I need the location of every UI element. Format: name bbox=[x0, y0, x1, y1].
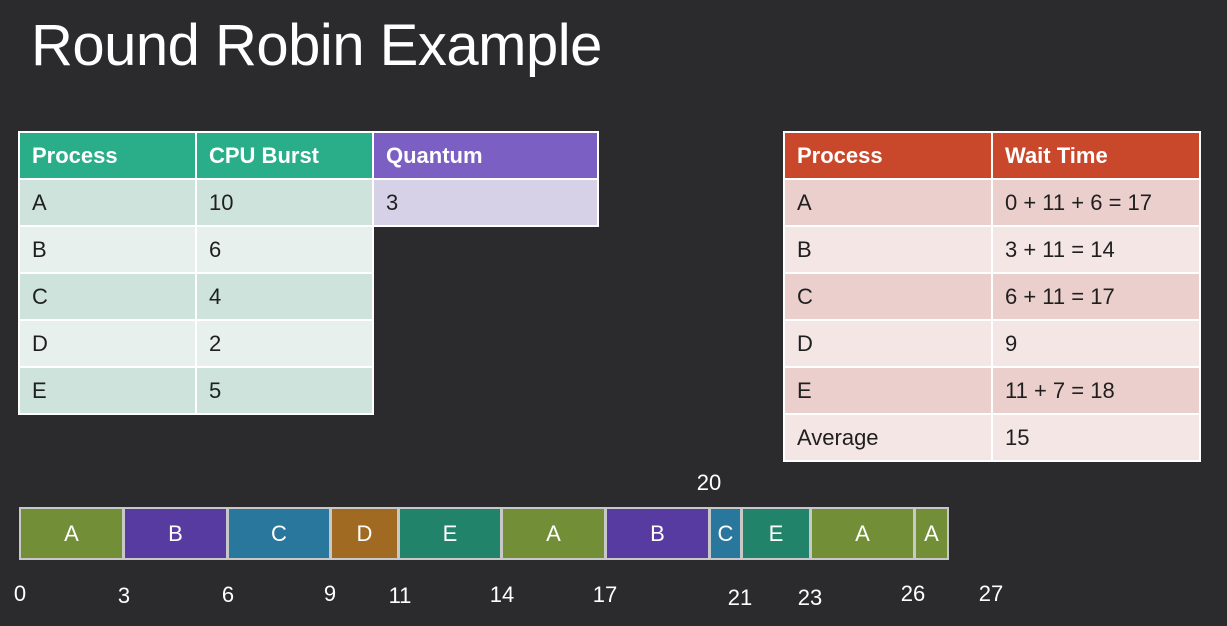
process-cell: B bbox=[18, 225, 197, 274]
burst-cell: 2 bbox=[195, 319, 374, 368]
wait-time-table: Process Wait Time A 0 + 11 + 6 = 17 B 3 … bbox=[783, 131, 1201, 462]
time-tick: 21 bbox=[727, 585, 753, 610]
gantt-block: C bbox=[227, 507, 331, 560]
gantt-block: B bbox=[605, 507, 710, 560]
table-row: A 10 bbox=[18, 178, 374, 227]
quantum-header-row: Quantum bbox=[372, 131, 599, 180]
time-tick: 9 bbox=[323, 581, 337, 606]
wait-table-header: Process Wait Time bbox=[783, 131, 1201, 180]
time-tick: 0 bbox=[13, 581, 27, 606]
table-row: B 6 bbox=[18, 225, 374, 274]
average-row: Average 15 bbox=[783, 413, 1201, 462]
wait-cell: 6 + 11 = 17 bbox=[991, 272, 1201, 321]
gantt-block: E bbox=[398, 507, 502, 560]
gantt-block: D bbox=[330, 507, 399, 560]
burst-cell: 4 bbox=[195, 272, 374, 321]
time-tick: 11 bbox=[388, 583, 412, 608]
process-table-header: Process CPU Burst bbox=[18, 131, 374, 180]
time-tick: 27 bbox=[978, 581, 1004, 606]
gantt-block: A bbox=[914, 507, 949, 560]
burst-cell: 10 bbox=[195, 178, 374, 227]
header-process: Process bbox=[783, 131, 993, 180]
time-tick: 26 bbox=[900, 581, 926, 606]
gantt-block: C bbox=[709, 507, 742, 560]
header-process: Process bbox=[18, 131, 197, 180]
gantt-block: E bbox=[741, 507, 811, 560]
header-quantum: Quantum bbox=[372, 131, 599, 180]
table-row: E 5 bbox=[18, 366, 374, 415]
process-cell: C bbox=[783, 272, 993, 321]
wait-cell: 11 + 7 = 18 bbox=[991, 366, 1201, 415]
table-row: A 0 + 11 + 6 = 17 bbox=[783, 178, 1201, 227]
time-tick: 6 bbox=[221, 582, 235, 607]
wait-cell: 9 bbox=[991, 319, 1201, 368]
process-cell: E bbox=[18, 366, 197, 415]
time-tick: 3 bbox=[117, 583, 131, 608]
table-row: C 6 + 11 = 17 bbox=[783, 272, 1201, 321]
process-cell: B bbox=[783, 225, 993, 274]
process-cell: A bbox=[783, 178, 993, 227]
process-cell: C bbox=[18, 272, 197, 321]
time-tick: 14 bbox=[489, 582, 515, 607]
wait-cell: 0 + 11 + 6 = 17 bbox=[991, 178, 1201, 227]
process-cell: D bbox=[18, 319, 197, 368]
average-label: Average bbox=[783, 413, 993, 462]
burst-cell: 6 bbox=[195, 225, 374, 274]
time-tick: 17 bbox=[592, 582, 618, 607]
quantum-table: Quantum 3 bbox=[372, 131, 599, 227]
header-wait-time: Wait Time bbox=[991, 131, 1201, 180]
process-cell: E bbox=[783, 366, 993, 415]
quantum-value: 3 bbox=[372, 178, 599, 227]
quantum-value-row: 3 bbox=[372, 178, 599, 227]
process-cell: A bbox=[18, 178, 197, 227]
table-row: B 3 + 11 = 14 bbox=[783, 225, 1201, 274]
gantt-block: A bbox=[19, 507, 124, 560]
wait-cell: 3 + 11 = 14 bbox=[991, 225, 1201, 274]
header-cpu-burst: CPU Burst bbox=[195, 131, 374, 180]
process-cell: D bbox=[783, 319, 993, 368]
time-tick: 20 bbox=[696, 470, 722, 495]
burst-cell: 5 bbox=[195, 366, 374, 415]
table-row: C 4 bbox=[18, 272, 374, 321]
table-row: D 2 bbox=[18, 319, 374, 368]
gantt-block: A bbox=[501, 507, 606, 560]
time-tick: 23 bbox=[797, 585, 823, 610]
average-value: 15 bbox=[991, 413, 1201, 462]
process-table: Process CPU Burst A 10 B 6 C 4 D 2 E 5 bbox=[18, 131, 374, 415]
gantt-block: A bbox=[810, 507, 915, 560]
table-row: E 11 + 7 = 18 bbox=[783, 366, 1201, 415]
gantt-block: B bbox=[123, 507, 228, 560]
table-row: D 9 bbox=[783, 319, 1201, 368]
slide-title: Round Robin Example bbox=[31, 13, 602, 78]
